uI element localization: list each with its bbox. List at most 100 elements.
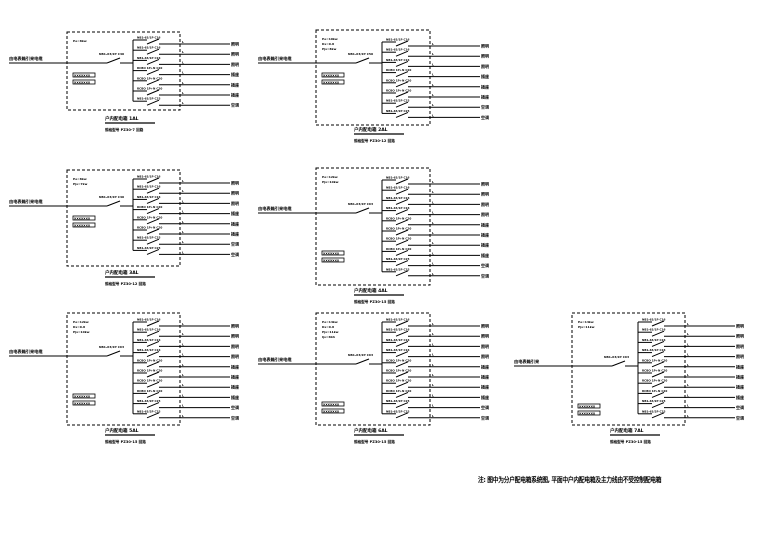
circuit-breaker-symbol [395, 381, 409, 388]
main-breaker-label: NB1-63/2P C40 [99, 52, 124, 56]
circuit-breaker-symbol [395, 320, 409, 327]
equipment-tag-box [72, 222, 96, 228]
circuit-use-label: 插座 [736, 374, 744, 380]
circuit-breaker-symbol [395, 340, 409, 347]
circuit-phase-label: L [432, 262, 434, 266]
circuit-breaker-label: NB1-63/1P C16 [137, 195, 160, 199]
circuit-breaker-symbol [395, 270, 409, 277]
circuit-phase-label: L [432, 62, 434, 66]
circuit-breaker-symbol [395, 402, 409, 409]
box-name: 户内配电箱 4AL [354, 287, 388, 294]
circuit-breaker-symbol [651, 412, 665, 419]
circuit-breaker-symbol [146, 208, 160, 215]
circuit-breaker-symbol [395, 412, 409, 419]
equipment-tag-text: XXXXXXX [323, 251, 340, 255]
circuit-breaker-symbol [146, 412, 160, 419]
circuit-breaker-symbol [146, 187, 160, 194]
circuit-phase-label: L [432, 373, 434, 377]
load-calc-text: Pe=8kw [73, 177, 87, 181]
circuit-use-label: 照明 [481, 201, 489, 207]
load-calc-text: Pjs=11kw [578, 325, 595, 329]
circuit-use-label: 插座 [231, 220, 239, 226]
circuit-phase-label: L [432, 73, 434, 77]
circuit-breaker-symbol [395, 71, 409, 78]
circuit-use-label: 空调 [231, 414, 239, 420]
circuit-phase-label: L [182, 404, 184, 408]
circuit-breaker-label: NB1-63/1P C16 [137, 46, 160, 50]
circuit-breaker-label: NB1-63/2P C25 [137, 236, 160, 240]
circuit-breaker-label: NB1-63/2P C25 [137, 409, 160, 413]
circuit-use-label: 插座 [231, 71, 239, 77]
equipment-tag-box [321, 250, 345, 256]
circuit-breaker-label: NB1-63/1P C16 [386, 58, 409, 62]
main-breaker-label: NB1-63/2P C63 [99, 345, 124, 349]
load-calc-text: Pe=14kw [322, 320, 338, 324]
circuit-phase-label: L [432, 251, 434, 255]
circuit-phase-label: L [182, 363, 184, 367]
circuit-breaker-symbol [395, 40, 409, 47]
circuit-phase-label: L [432, 322, 434, 326]
box-spec: 规格型号 PZ30-15 回路 [105, 439, 146, 444]
circuit-breaker-symbol [395, 198, 409, 205]
circuit-breaker-symbol [146, 99, 160, 106]
circuit-breaker-label: NB1-63/1P C16 [386, 318, 409, 322]
circuit-breaker-symbol [395, 81, 409, 88]
circuit-breaker-symbol [651, 381, 665, 388]
circuit-breaker-label: NB1-63/1P C16 [386, 48, 409, 52]
box-name: 户内配电箱 5AL [105, 427, 139, 434]
circuit-breaker-symbol [146, 402, 160, 409]
circuit-breaker-symbol [651, 330, 665, 337]
equipment-tag-box [577, 403, 601, 409]
circuit-use-label: 照明 [231, 61, 239, 67]
circuit-breaker-label: NB1-63/1P C16 [137, 318, 160, 322]
circuit-phase-label: L [182, 342, 184, 346]
circuit-phase-label: L [432, 211, 434, 215]
incoming-feeder-label: 由电表箱引来电缆 [258, 356, 292, 363]
circuit-breaker-label: RCBO 1P+N C20 [386, 237, 411, 241]
circuit-breaker-symbol [395, 219, 409, 226]
load-calc-text: Pe=8kw [73, 39, 87, 43]
circuit-use-label: 照明 [481, 323, 489, 329]
incoming-feeder-label: 由电表箱引来 [514, 358, 540, 365]
circuit-breaker-symbol [395, 178, 409, 185]
load-calc-text: Kx=0.8 [322, 42, 334, 46]
circuit-breaker-symbol [146, 69, 160, 76]
circuit-breaker-symbol [146, 228, 160, 235]
equipment-tag-text: XXXXXXX [74, 401, 91, 405]
circuit-use-label: 插座 [481, 394, 489, 400]
circuit-phase-label: L [182, 91, 184, 95]
circuit-phase-label: L [182, 71, 184, 75]
circuit-breaker-symbol [651, 361, 665, 368]
circuit-use-label: 插座 [736, 394, 744, 400]
circuit-use-label: 插座 [481, 363, 489, 369]
box-enclosure [66, 312, 181, 426]
circuit-breaker-symbol [395, 249, 409, 256]
circuit-breaker-label: RCBO 1P+N C20 [642, 369, 667, 373]
load-calc-text: Pjs=10kw [322, 180, 339, 184]
circuit-breaker-label: NB1-63/1P C16 [386, 176, 409, 180]
box-name: 户内配电箱 2AL [354, 126, 388, 133]
equipment-tag-text: XXXXXXX [579, 411, 596, 415]
equipment-tag-box [72, 215, 96, 221]
